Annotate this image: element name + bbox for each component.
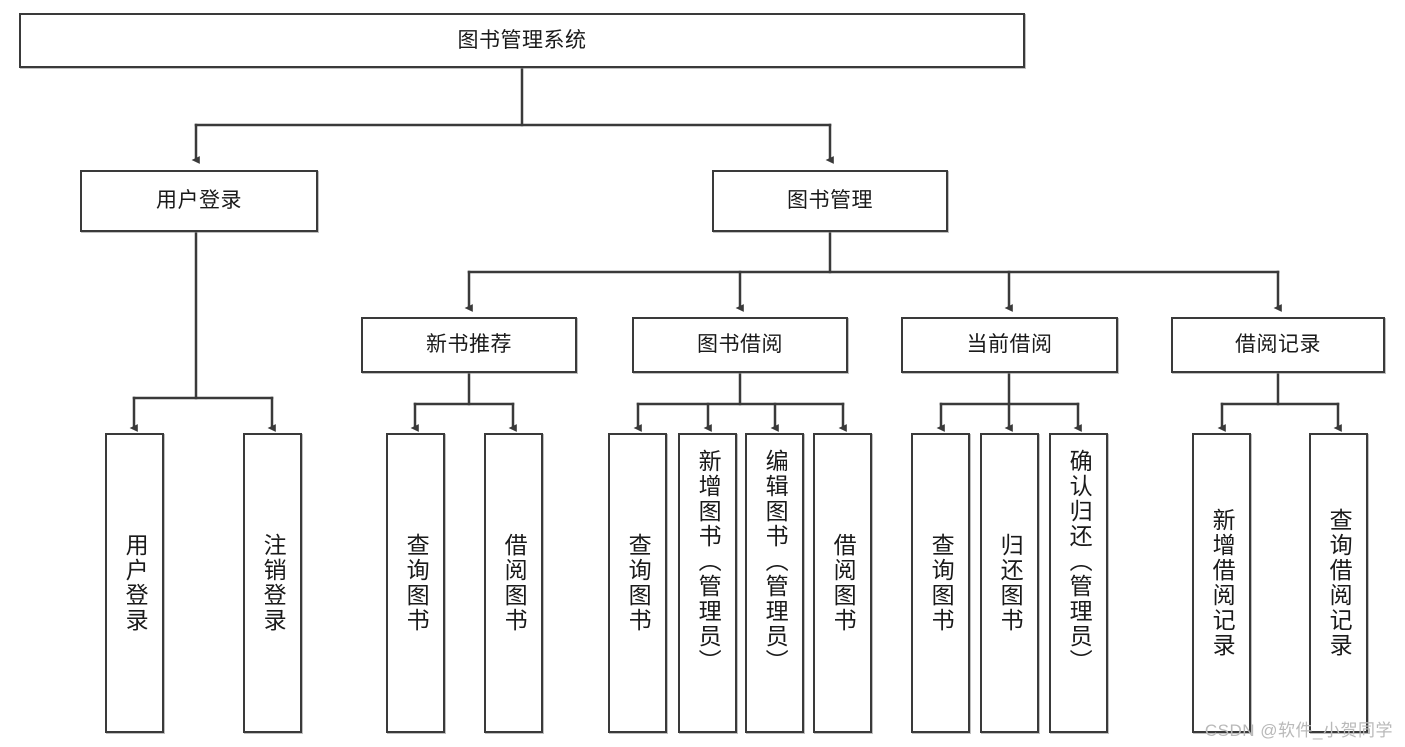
node-label: 查询图书 bbox=[928, 533, 955, 633]
node-leaf-query-book-current[interactable]: 查询图书 bbox=[911, 433, 970, 733]
node-leaf-borrow-book-new[interactable]: 借阅图书 bbox=[484, 433, 543, 733]
node-leaf-query-borrow-record[interactable]: 查询借阅记录 bbox=[1309, 433, 1368, 733]
node-leaf-confirm-return[interactable]: 确认归还（管理员） bbox=[1049, 433, 1108, 733]
node-book-borrow[interactable]: 图书借阅 bbox=[632, 317, 848, 373]
node-label: 用户登录 bbox=[122, 533, 149, 633]
node-label: 编辑图书（管理员） bbox=[762, 449, 789, 674]
node-label: 图书管理系统 bbox=[457, 28, 587, 52]
node-current-borrow[interactable]: 当前借阅 bbox=[901, 317, 1118, 373]
node-label: 查询图书 bbox=[403, 533, 430, 633]
node-leaf-add-borrow-record[interactable]: 新增借阅记录 bbox=[1192, 433, 1251, 733]
node-new-book-recommend[interactable]: 新书推荐 bbox=[361, 317, 577, 373]
node-leaf-user-login[interactable]: 用户登录 bbox=[105, 433, 164, 733]
node-book-management[interactable]: 图书管理 bbox=[712, 170, 948, 232]
node-label: 归还图书 bbox=[997, 533, 1024, 633]
node-borrow-record[interactable]: 借阅记录 bbox=[1171, 317, 1385, 373]
node-label: 当前借阅 bbox=[966, 333, 1053, 357]
node-label: 注销登录 bbox=[260, 533, 287, 633]
node-root-system[interactable]: 图书管理系统 bbox=[19, 13, 1025, 68]
node-leaf-query-book-borrow[interactable]: 查询图书 bbox=[608, 433, 667, 733]
node-label: 借阅图书 bbox=[501, 533, 528, 633]
node-leaf-add-book[interactable]: 新增图书（管理员） bbox=[678, 433, 737, 733]
node-user-login[interactable]: 用户登录 bbox=[80, 170, 318, 232]
node-leaf-logout[interactable]: 注销登录 bbox=[243, 433, 302, 733]
node-label: 新增借阅记录 bbox=[1209, 508, 1236, 658]
node-label: 图书管理 bbox=[787, 189, 873, 213]
node-label: 图书借阅 bbox=[697, 333, 783, 357]
node-label: 借阅图书 bbox=[830, 533, 857, 633]
node-leaf-borrow-book[interactable]: 借阅图书 bbox=[813, 433, 872, 733]
node-label: 新书推荐 bbox=[426, 333, 512, 357]
node-label: 新增图书（管理员） bbox=[695, 449, 722, 674]
node-label: 查询借阅记录 bbox=[1326, 508, 1353, 658]
node-leaf-edit-book[interactable]: 编辑图书（管理员） bbox=[745, 433, 804, 733]
node-label: 用户登录 bbox=[156, 189, 242, 213]
node-label: 借阅记录 bbox=[1235, 333, 1321, 357]
node-label: 查询图书 bbox=[625, 533, 652, 633]
node-label: 确认归还（管理员） bbox=[1066, 449, 1093, 674]
node-leaf-query-book-new[interactable]: 查询图书 bbox=[386, 433, 445, 733]
node-leaf-return-book[interactable]: 归还图书 bbox=[980, 433, 1039, 733]
